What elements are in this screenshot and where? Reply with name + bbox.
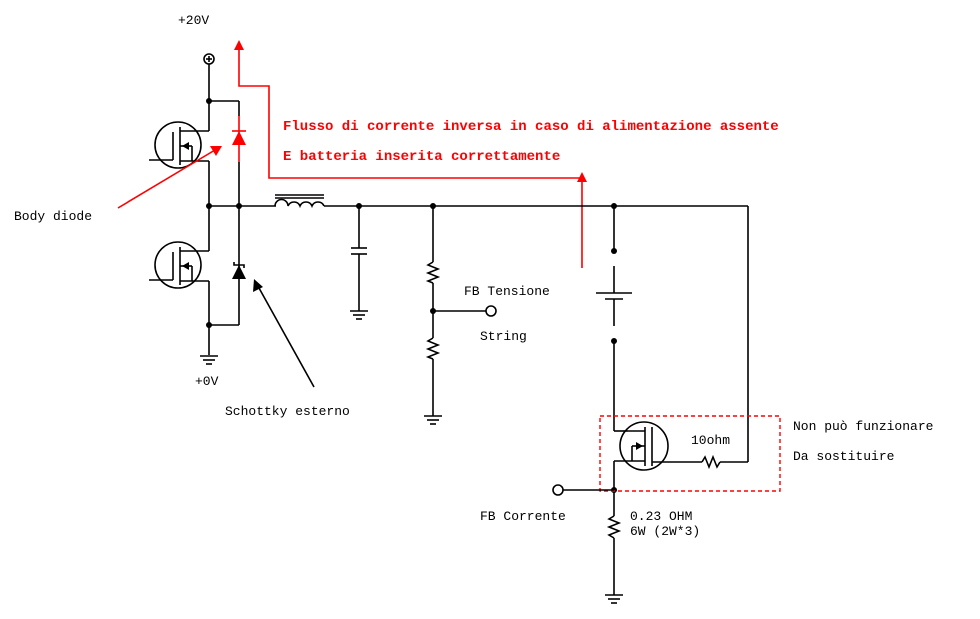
- gate-resistor-label: 10ohm: [691, 433, 730, 448]
- schottky-pointer: Schottky esterno: [225, 279, 350, 419]
- body-diode-icon: [232, 131, 246, 145]
- schottky-icon: [232, 265, 246, 279]
- battery: [596, 203, 632, 431]
- fb-current: FB Corrente: [480, 484, 614, 524]
- fb-voltage-terminal[interactable]: [485, 305, 497, 317]
- body-diode: [206, 98, 246, 206]
- supply-positive-label: +20V: [178, 13, 209, 28]
- schottky-diode: [209, 206, 246, 326]
- note-line2: Da sostituire: [793, 449, 894, 464]
- fb-voltage-label: FB Tensione: [464, 284, 550, 299]
- fb-voltage-sub-label: String: [480, 329, 527, 344]
- inductor: [274, 194, 748, 209]
- switch-node: [206, 203, 276, 209]
- arrow-icon: [210, 146, 222, 156]
- faulty-component-box: [599, 415, 781, 492]
- voltage-divider: FB Tensione String: [424, 203, 550, 425]
- arrow-up-icon: [577, 172, 587, 182]
- shunt-resistor: 0.23 OHM 6W (2W*3): [605, 509, 700, 604]
- shunt-power-label: 6W (2W*3): [630, 524, 700, 539]
- body-diode-pointer: Body diode: [14, 146, 222, 224]
- note-line1: Non può funzionare: [793, 419, 933, 434]
- body-diode-label: Body diode: [14, 209, 92, 224]
- shunt-value-label: 0.23 OHM: [630, 509, 692, 524]
- supply-positive: +20V: [178, 13, 215, 131]
- series-mosfet: 10ohm: [611, 421, 748, 516]
- supply-ground-label: +0V: [195, 374, 219, 389]
- high-side-mosfet: [149, 121, 210, 206]
- arrow-up-icon: [234, 40, 244, 50]
- fb-current-label: FB Corrente: [480, 509, 566, 524]
- annotation-line1: Flusso di corrente inversa in caso di al…: [283, 119, 779, 135]
- resistor-icon: [425, 337, 441, 360]
- gate-resistor-icon: [701, 454, 721, 470]
- schottky-label: Schottky esterno: [225, 404, 350, 419]
- resistor-icon: [606, 515, 622, 539]
- arrow-icon: [253, 279, 263, 292]
- output-capacitor: [350, 203, 368, 320]
- fb-current-terminal[interactable]: [552, 484, 564, 496]
- inductor-icon: [274, 198, 325, 209]
- low-side-mosfet: [149, 206, 212, 355]
- annotation-line2: E batteria inserita correttamente: [283, 149, 560, 165]
- ground-icon: [200, 355, 218, 365]
- resistor-icon: [425, 261, 441, 284]
- reverse-current-path: Flusso di corrente inversa in caso di al…: [234, 40, 779, 268]
